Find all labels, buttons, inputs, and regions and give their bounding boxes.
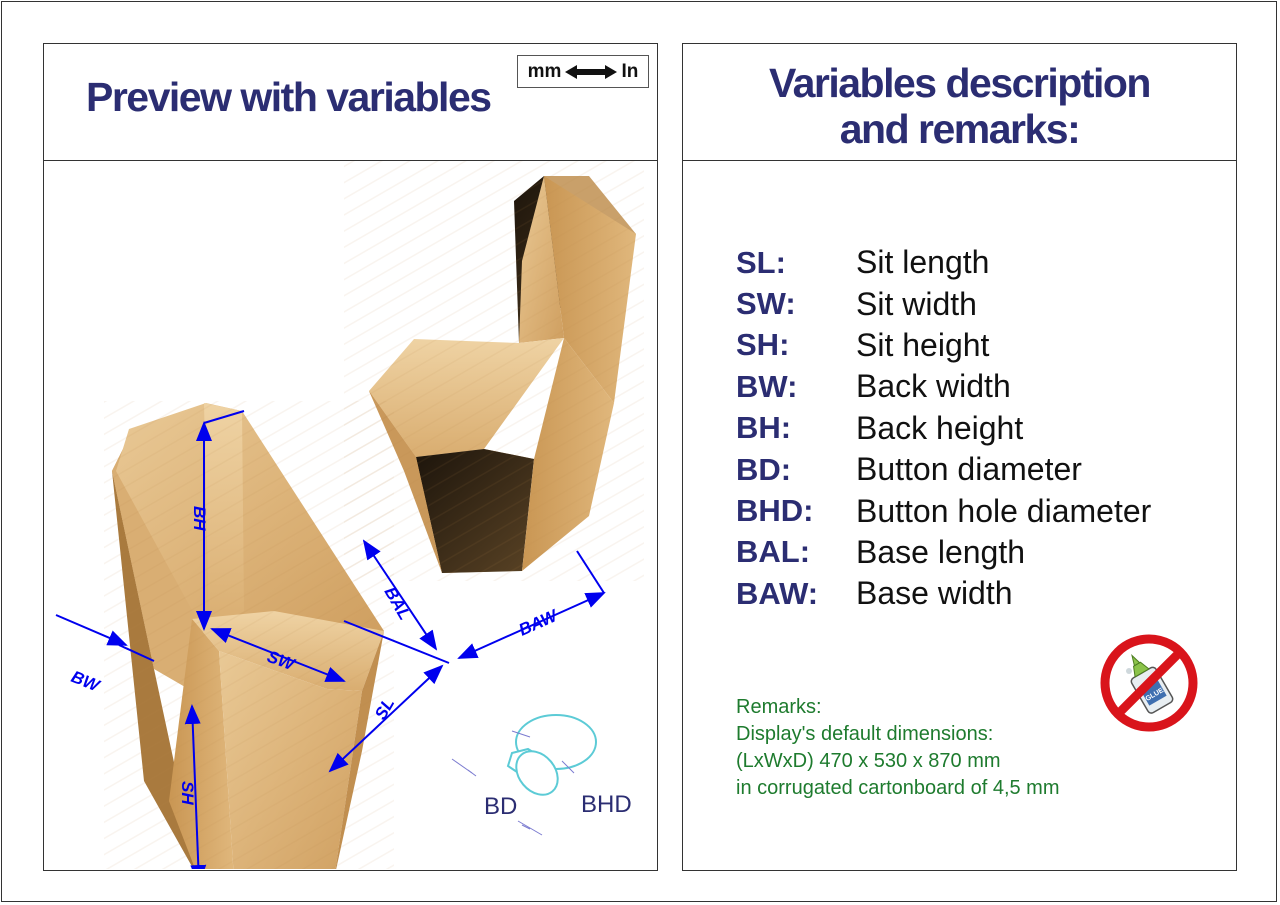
- variable-row-bh: BH: Back height: [736, 408, 1151, 449]
- variable-row-bw: BW: Back width: [736, 366, 1151, 407]
- variables-title: Variables description and remarks:: [683, 60, 1236, 152]
- variable-code: BAL:: [736, 534, 811, 570]
- label-bh: BH: [190, 506, 209, 531]
- variable-row-sh: SH: Sit height: [736, 325, 1151, 366]
- variables-list: SL: Sit length SW: Sit width SH: Sit hei…: [736, 242, 1151, 615]
- label-bd: BD: [484, 793, 517, 820]
- button-fastener-icon: [451, 714, 597, 836]
- label-bw: BW: [69, 667, 104, 696]
- variable-row-bal: BAL: Base length: [736, 532, 1151, 573]
- variable-code: BH:: [736, 410, 792, 446]
- no-glue-icon: GLUE: [1100, 634, 1198, 732]
- remarks-line: in corrugated cartonboard of 4,5 mm: [736, 777, 1060, 799]
- remarks-heading: Remarks:: [736, 696, 822, 718]
- chair-preview-drawing: BH SW BW SL SH BAL BAW BD BHD: [55, 161, 644, 869]
- unit-in-label: In: [621, 60, 639, 82]
- variable-row-baw: BAW: Base width: [736, 573, 1151, 614]
- variable-row-sw: SW: Sit width: [736, 283, 1151, 324]
- variable-row-bd: BD: Button diameter: [736, 449, 1151, 490]
- variables-title-line2: and remarks:: [839, 106, 1081, 152]
- double-arrow-icon: [565, 64, 618, 79]
- unit-toggle-button[interactable]: mm In: [517, 55, 649, 88]
- variable-code: BW:: [736, 368, 798, 404]
- variable-description: Back height: [856, 409, 1024, 446]
- variable-description: Sit length: [856, 244, 990, 281]
- preview-panel: Preview with variables mm In: [43, 43, 658, 871]
- variables-panel: Variables description and remarks: SL: S…: [682, 43, 1237, 871]
- variable-code: SL:: [736, 244, 786, 280]
- variable-description: Sit width: [856, 285, 977, 322]
- unit-mm-label: mm: [527, 60, 562, 82]
- label-bhd: BHD: [581, 791, 632, 818]
- dimension-lines: [55, 410, 606, 869]
- remarks-line: (LxWxD) 470 x 530 x 870 mm: [736, 750, 1001, 772]
- variable-description: Button hole diameter: [856, 492, 1152, 529]
- remarks-line: Display's default dimensions:: [736, 723, 994, 745]
- variables-title-line1: Variables description: [769, 60, 1151, 106]
- remarks-block: Remarks: Display's default dimensions: (…: [736, 694, 1060, 802]
- preview-title: Preview with variables: [86, 74, 492, 120]
- variable-description: Button diameter: [856, 451, 1082, 488]
- variable-description: Sit height: [856, 326, 990, 363]
- label-sh: SH: [178, 781, 197, 805]
- label-baw: BAW: [516, 605, 562, 639]
- variable-code: SW:: [736, 286, 796, 322]
- variable-description: Base width: [856, 575, 1013, 612]
- variable-row-sl: SL: Sit length: [736, 242, 1151, 283]
- variable-code: BD:: [736, 451, 792, 487]
- variable-description: Base length: [856, 533, 1026, 570]
- preview-header: Preview with variables mm In: [44, 44, 657, 161]
- variable-code: BAW:: [736, 575, 819, 611]
- variable-code: BHD:: [736, 493, 814, 529]
- variable-code: SH:: [736, 327, 790, 363]
- chair-front-view: [104, 401, 394, 869]
- variable-description: Back width: [856, 368, 1011, 405]
- variable-row-bhd: BHD: Button hole diameter: [736, 490, 1151, 531]
- variables-header: Variables description and remarks:: [683, 44, 1236, 161]
